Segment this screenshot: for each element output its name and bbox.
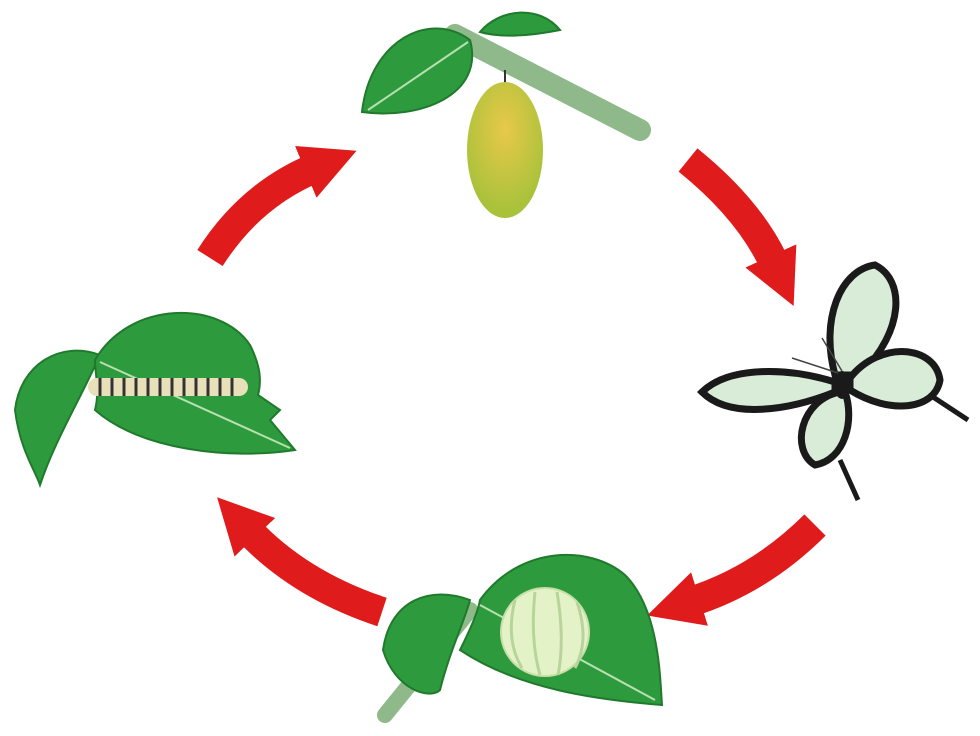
butterfly-forewing-lower xyxy=(696,368,839,413)
butterfly-hindwing-lower xyxy=(797,388,853,469)
leaf xyxy=(381,593,472,695)
chrysalis-stage xyxy=(360,11,651,218)
butterfly-antennae xyxy=(791,337,843,374)
caterpillar-stripes xyxy=(98,378,234,396)
cycle-arrows xyxy=(197,145,826,627)
leaf-vein xyxy=(99,361,291,449)
egg-ridges xyxy=(509,591,585,676)
leaf-vein xyxy=(367,41,469,111)
caterpillar-stage xyxy=(13,311,297,489)
butterfly-stage xyxy=(696,261,970,502)
egg-stage xyxy=(377,553,664,723)
leaf xyxy=(360,27,474,115)
butterfly-forewing-upper xyxy=(826,261,900,379)
egg xyxy=(500,587,590,677)
arrow-butterfly-to-egg xyxy=(647,514,826,626)
stem xyxy=(444,24,651,141)
chrysalis xyxy=(467,82,543,218)
leaf xyxy=(478,11,562,37)
butterfly-tail xyxy=(837,392,970,502)
leaf xyxy=(13,349,102,489)
arrow-caterpillar-to-chrysalis xyxy=(197,145,357,267)
butterfly-hindwing-upper xyxy=(846,348,944,410)
butterfly-body xyxy=(834,371,850,399)
arrow-chrysalis-to-butterfly xyxy=(678,148,797,306)
arrow-egg-to-caterpillar xyxy=(217,497,387,627)
